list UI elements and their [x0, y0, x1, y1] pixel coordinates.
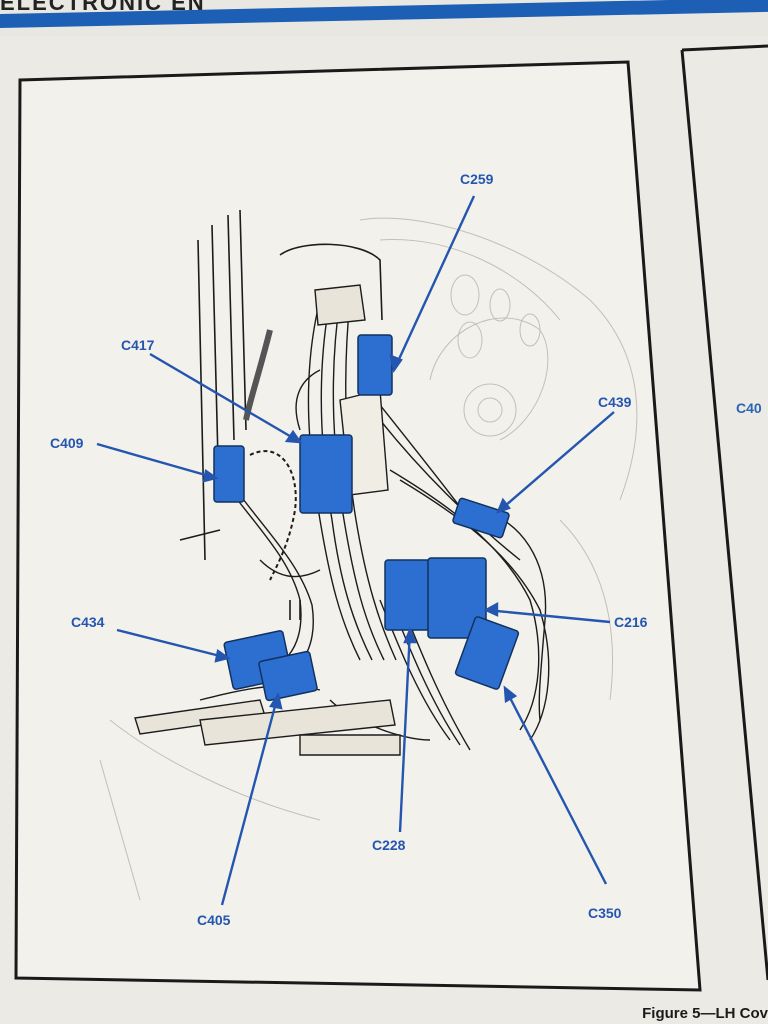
figure-caption: Figure 5—LH Cov — [642, 1005, 768, 1022]
background-sketch — [99, 217, 638, 901]
connectors — [213, 334, 520, 702]
callout-label-c350: C350 — [588, 905, 622, 921]
callout-label-c216: C216 — [614, 614, 648, 630]
callout-label-c259: C259 — [460, 171, 494, 187]
connector-c259 — [357, 334, 393, 396]
connector-c417 — [299, 434, 353, 514]
dashed-routing — [249, 450, 297, 581]
connector-c409 — [213, 445, 245, 503]
connector-c216 — [427, 557, 487, 639]
connector-c405 — [258, 650, 318, 702]
adjacent-panel-border — [681, 44, 768, 52]
callout-label-c434: C434 — [71, 614, 105, 630]
connector-c439 — [452, 497, 510, 539]
wire-sleeves — [134, 284, 401, 756]
connector-c350 — [454, 616, 520, 690]
page-header: ELECTRONIC EN — [0, 0, 768, 36]
callout-label-c409: C409 — [50, 435, 84, 451]
callout-label-c439: C439 — [598, 394, 632, 410]
callout-label-c417: C417 — [121, 337, 155, 353]
callout-label-c228: C228 — [372, 837, 406, 853]
adjacent-callout-label: C40 — [736, 400, 762, 416]
adjacent-panel-edge — [680, 49, 768, 981]
callout-leaders — [96, 195, 615, 906]
callout-label-c405: C405 — [197, 912, 231, 928]
figure-border — [14, 60, 702, 992]
